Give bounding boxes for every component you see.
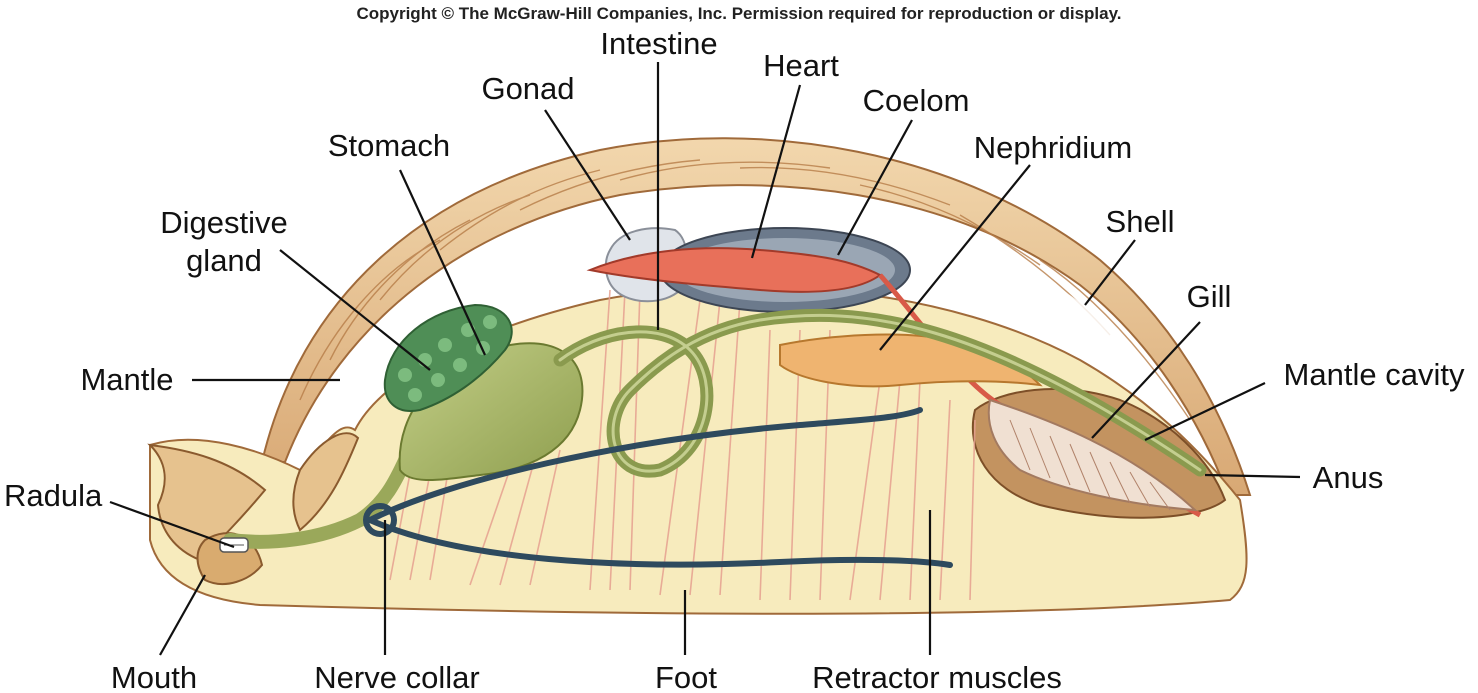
- labels: Intestine Heart Gonad Coelom Stomach Nep…: [4, 26, 1465, 693]
- label-stomach: Stomach: [328, 128, 450, 163]
- label-heart: Heart: [763, 48, 839, 83]
- leader-heart: [750, 84, 802, 259]
- radula: [219, 537, 249, 553]
- leader-gill: [1091, 321, 1201, 439]
- leader-radula: [109, 500, 235, 549]
- leader-anus: [1204, 473, 1301, 479]
- label-shell: Shell: [1106, 204, 1175, 239]
- label-nephridium: Nephridium: [974, 130, 1133, 165]
- leader-coelom: [837, 119, 913, 256]
- label-anus: Anus: [1313, 460, 1384, 495]
- label-mouth: Mouth: [111, 660, 197, 693]
- digestive-gland: [383, 303, 513, 412]
- label-mantle-cavity: Mantle cavity: [1284, 357, 1465, 392]
- label-intestine: Intestine: [600, 26, 717, 61]
- leader-mantle-cavity: [1144, 382, 1266, 441]
- label-nerve-collar: Nerve collar: [314, 660, 479, 693]
- leader-stomach: [399, 169, 486, 356]
- label-retractor-muscles: Retractor muscles: [812, 660, 1062, 693]
- leader-gonad: [544, 109, 631, 241]
- label-foot: Foot: [655, 660, 717, 693]
- shell: [260, 137, 1252, 496]
- label-coelom: Coelom: [863, 83, 970, 118]
- leader-mouth: [159, 574, 206, 656]
- label-digestive-gland-line2: gland: [186, 243, 262, 278]
- label-radula: Radula: [4, 478, 103, 513]
- gill: [987, 398, 1198, 512]
- leader-lines: [109, 62, 1301, 656]
- leader-shell: [1084, 239, 1136, 306]
- label-digestive-gland-line1: Digestive: [160, 205, 288, 240]
- leader-digestive-gland: [279, 249, 431, 371]
- label-gill: Gill: [1187, 279, 1232, 314]
- leader-nephridium: [879, 164, 1031, 351]
- nerve-cords: [363, 407, 953, 568]
- label-gonad: Gonad: [481, 71, 574, 106]
- label-mantle: Mantle: [80, 362, 173, 397]
- copyright-notice: Copyright © The McGraw-Hill Companies, I…: [356, 4, 1121, 23]
